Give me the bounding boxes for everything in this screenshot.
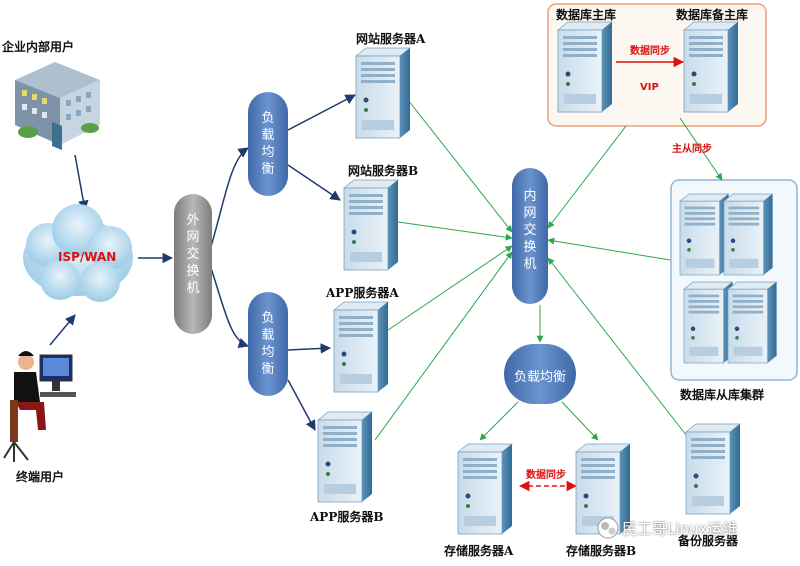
db-slave-server-2 — [723, 193, 774, 276]
arrow-cluster-to-internal — [547, 237, 671, 261]
web-server-b — [343, 179, 399, 271]
arrow-lb-to-web-b — [287, 164, 341, 201]
arrow-backup-to-internal — [547, 257, 691, 441]
label-internal-switch: 内网交换机 — [523, 189, 537, 272]
label-master-slave-sync: 主从同步 — [672, 144, 712, 155]
arrow-switch-to-lb-top — [209, 147, 249, 251]
db-master-server — [557, 21, 613, 113]
db-slave-server-3 — [683, 281, 734, 364]
label-terminal-user: 终端用户 — [16, 470, 65, 484]
db-backup-master-server — [683, 21, 739, 113]
label-app-server-b: APP服务器B — [310, 510, 384, 524]
arrow-switch-to-lb-bottom — [209, 264, 249, 348]
internal-switch — [512, 168, 548, 304]
cloud-icon — [23, 204, 133, 302]
terminal-user-icon — [3, 351, 76, 462]
arrow-lb-to-app-b — [287, 379, 316, 431]
arrow-lb-to-storage-a — [479, 401, 519, 441]
label-lb-storage: 负载均衡 — [514, 370, 567, 385]
arrow-master-slave-sync — [679, 117, 723, 181]
load-balancer-storage — [504, 344, 576, 404]
label-db-backup-master: 数据库备主库 — [676, 8, 749, 22]
label-app-server-a: APP服务器A — [326, 286, 399, 300]
app-server-a — [333, 301, 389, 393]
label-web-server-a: 网站服务器A — [356, 32, 426, 46]
label-storage-a: 存储服务器A — [444, 544, 514, 558]
arrow-lb-to-app-a — [287, 343, 332, 354]
label-storage-data-sync: 数据同步 — [526, 470, 566, 481]
label-external-switch: 外网交换机 — [186, 213, 200, 296]
backup-server — [685, 423, 741, 515]
label-backup-server: 备份服务器 — [678, 534, 739, 548]
arrow-lb-to-storage-b — [561, 401, 599, 441]
load-balancer-top — [248, 92, 288, 196]
web-server-a — [355, 47, 411, 139]
db-slave-server-4 — [727, 281, 778, 364]
label-vip: VIP — [640, 82, 659, 93]
label-db-slave-cluster: 数据库从库集群 — [680, 388, 765, 402]
label-isp-wan: ISP/WAN — [58, 250, 117, 264]
label-enterprise-user: 企业内部用户 — [2, 40, 75, 54]
watermark-text: 民工哥Linux运维 — [622, 520, 738, 538]
arrow-db-to-internal — [547, 125, 627, 229]
label-db-data-sync: 数据同步 — [630, 46, 670, 57]
label-storage-b: 存储服务器B — [566, 544, 637, 558]
arrow-web-b-to-internal — [397, 221, 513, 241]
label-web-server-b: 网站服务器B — [348, 164, 419, 178]
load-balancer-bottom — [248, 292, 288, 396]
label-db-master: 数据库主库 — [556, 8, 617, 22]
arrow-app-a-to-internal — [387, 245, 513, 331]
db-slave-server-1 — [679, 193, 730, 276]
wechat-icon — [597, 517, 619, 539]
external-switch — [174, 194, 212, 334]
arrow-enterprise-to-isp — [74, 154, 89, 212]
label-lb-bottom: 负载均衡 — [261, 311, 275, 377]
app-server-b — [317, 411, 373, 503]
building-icon — [15, 62, 100, 150]
arrow-web-a-to-internal — [407, 99, 513, 233]
arrow-lb-to-web-a — [287, 94, 356, 131]
arrow-terminal-to-isp — [49, 314, 76, 346]
storage-server-a — [457, 443, 513, 535]
arrow-app-b-to-internal — [374, 251, 513, 441]
label-lb-top: 负载均衡 — [261, 111, 275, 177]
